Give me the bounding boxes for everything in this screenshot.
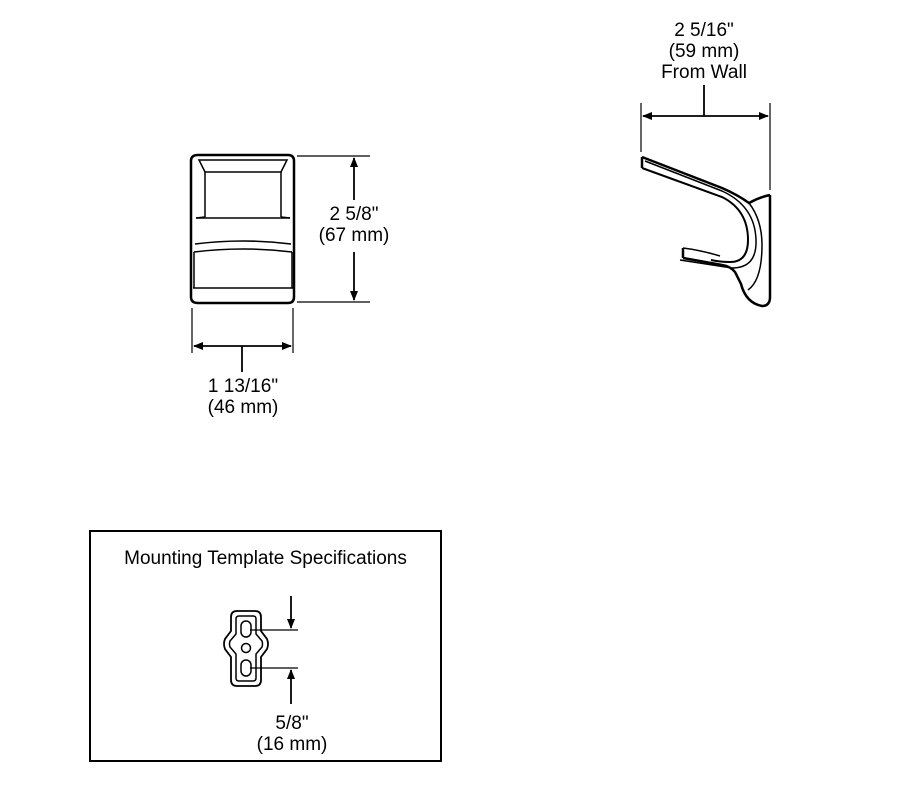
width-mm: (46 mm) xyxy=(207,397,279,418)
height-inches: 2 5/8" xyxy=(329,204,379,225)
template-spacing-label: 5/8" (16 mm) xyxy=(242,713,342,755)
projection-inches: 2 5/16" xyxy=(674,20,734,41)
mounting-template-drawing xyxy=(223,610,269,687)
template-spacing-mm: (16 mm) xyxy=(256,734,328,755)
side-view-hook xyxy=(640,155,772,308)
width-label: 1 13/16" (46 mm) xyxy=(190,376,296,418)
template-spacing-dimension xyxy=(250,596,298,704)
front-view-hook xyxy=(189,153,296,305)
projection-label: 2 5/16" (59 mm) From Wall xyxy=(644,20,764,83)
mounting-template-box: Mounting Template Specifications xyxy=(89,530,442,762)
height-label: 2 5/8" (67 mm) xyxy=(307,204,401,246)
projection-mm: (59 mm) xyxy=(668,41,740,62)
width-dimension xyxy=(191,308,294,372)
template-spacing-inches: 5/8" xyxy=(275,713,309,734)
height-dimension xyxy=(297,155,370,303)
height-mm: (67 mm) xyxy=(318,225,390,246)
width-inches: 1 13/16" xyxy=(207,376,279,397)
mounting-template-title: Mounting Template Specifications xyxy=(124,548,407,569)
projection-note: From Wall xyxy=(661,62,747,83)
projection-dimension xyxy=(640,85,771,190)
